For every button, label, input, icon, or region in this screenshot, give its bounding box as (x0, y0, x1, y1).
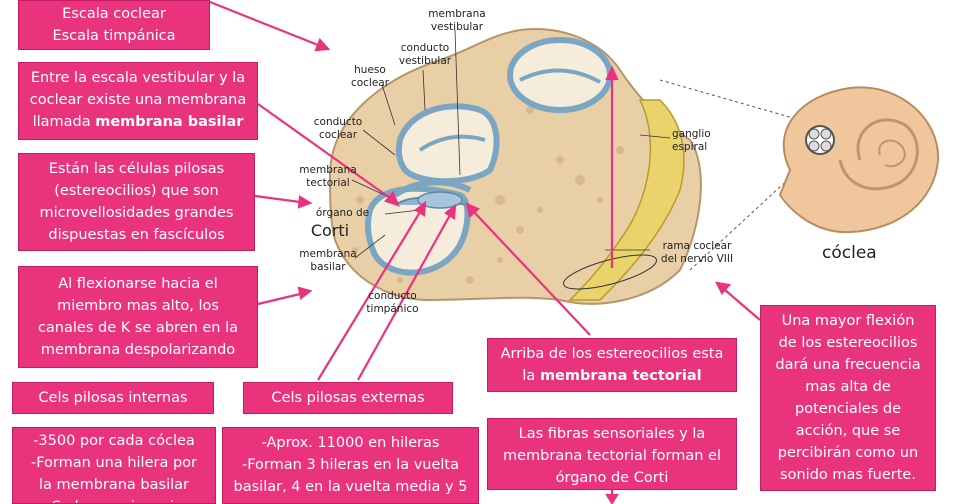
box-internas-detail: -3500 por cada cóclea -Forman una hilera… (12, 427, 216, 504)
box-tectorial: Arriba de los estereocilios esta la memb… (487, 338, 737, 392)
box-flexionarse: Al flexionarse hacia el miembro mas alto… (18, 266, 258, 368)
label-ganglio-espiral: ganglio espiral (672, 128, 711, 153)
label-coclea: cóclea (822, 243, 877, 263)
cochlea-illustration (778, 86, 940, 234)
cochlear-nerve-outline (563, 254, 657, 290)
middle-turn-duct (395, 103, 500, 185)
basal-turn-duct (364, 185, 471, 276)
box-externas-detail: -Aprox. 11000 en hileras -Forman 3 hiler… (222, 427, 479, 504)
label-rama-coclear: rama coclear del nervio VIII (660, 240, 734, 265)
label-membrana-tectorial: membrana tectorial (299, 164, 357, 189)
label-membrana-basilar: membrana basilar (299, 248, 357, 273)
box-fibras: Las fibras sensoriales y la membrana tec… (487, 418, 737, 490)
box-membrana-basilar: Entre la escala vestibular y la coclear … (18, 62, 258, 140)
box-celulas-pilosas: Están las células pilosas (estereocilios… (18, 153, 255, 251)
label-corti: Corti (310, 221, 350, 240)
box-escala: Escala coclear Escala timpánica (18, 0, 210, 50)
upper-turn-duct (507, 37, 613, 113)
label-membrana-vestibular: membrana vestibular (428, 8, 486, 33)
label-conducto-timpanico: conducto timpánico (366, 290, 419, 315)
box-externas-title: Cels pilosas externas (243, 382, 453, 414)
box-internas-title: Cels pilosas internas (12, 382, 214, 414)
spiral-ganglion-nerve (568, 99, 685, 301)
box-mayor-flexion: Una mayor flexión de los estereocilios d… (760, 305, 936, 491)
label-hueso-coclear: hueso coclear (350, 64, 390, 89)
label-conducto-vestibular: conducto vestibular (398, 42, 452, 67)
label-organo-de: órgano de (315, 207, 370, 219)
label-conducto-coclear: conducto coclear (313, 116, 363, 141)
